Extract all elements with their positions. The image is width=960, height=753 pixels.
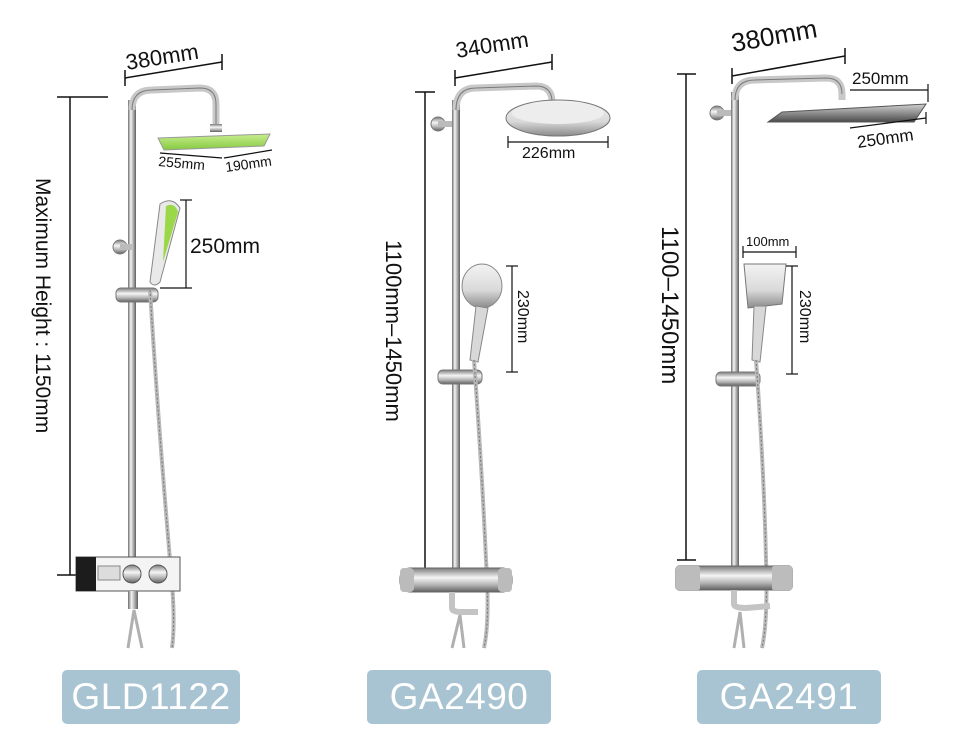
model-label-ga2490: GA2490 (367, 670, 551, 724)
head-diameter-label: 226mm (522, 145, 575, 162)
shower-ga2490: 1100mm–1450mm 340mm 226mm 230mm (381, 27, 611, 649)
rain-head-green (157, 133, 271, 151)
model-label-gld1122: GLD1122 (62, 670, 240, 724)
model-label-ga2491: GA2491 (697, 670, 881, 724)
handheld-shower (743, 263, 787, 309)
arm-width-label: 380mm (729, 13, 820, 58)
handheld-height-label: 230mm (796, 290, 813, 343)
arm-width-label: 340mm (454, 27, 530, 63)
handheld-shower (461, 263, 503, 309)
height-range-label: 1100mm–1450mm (381, 240, 406, 422)
handheld-height-label: 230mm (514, 290, 531, 343)
head-width-label: 190mm (224, 153, 272, 175)
arm-width-label: 380mm (124, 39, 200, 75)
max-height-label: Maximum Height : 1150mm (31, 178, 54, 433)
head-width-label: 250mm (852, 69, 909, 88)
handheld-height-label: 250mm (190, 235, 260, 258)
rain-head-square (766, 103, 927, 123)
height-range-label: 1100–1450mm (656, 226, 683, 384)
thermostatic-bar-valve (399, 567, 513, 593)
head-depth-label: 250mm (856, 125, 915, 152)
handheld-width-label: 100mm (746, 234, 789, 249)
head-depth-label: 255mm (158, 153, 206, 173)
shower-gld1122: Maximum Height : 1150mm 380mm 255mm 190m… (31, 39, 273, 649)
shower-ga2491: 1100–1450mm 380mm 250mm 250mm 100mm (656, 13, 929, 649)
